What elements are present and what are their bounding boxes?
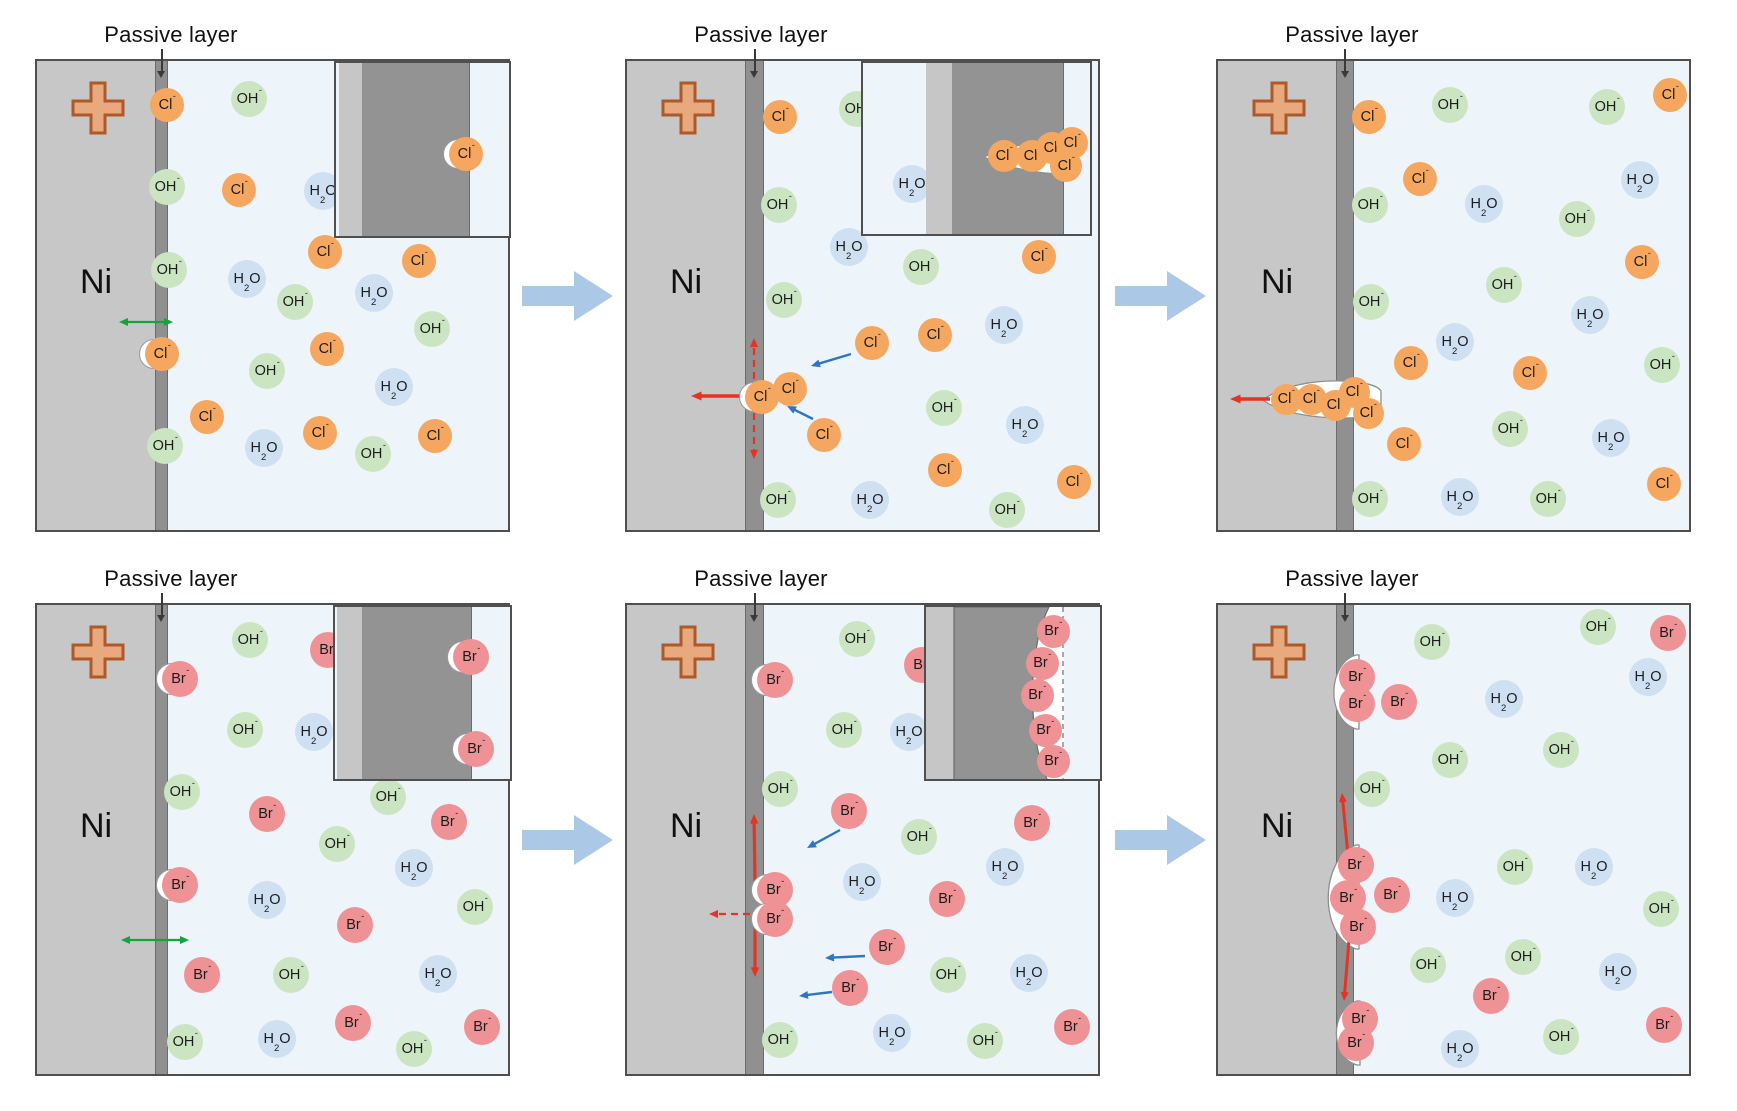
annotation-arrows [1327,654,1361,1066]
passive-layer-label: Passive layer [104,566,238,591]
ni-electrode: Ni [1218,605,1337,1074]
annotation-arrows [119,318,173,326]
ion-br: Br- [1020,678,1054,712]
ion-cl: Cl- [988,140,1020,172]
ion-br: Br- [1025,646,1059,680]
ion-br: Br- [453,639,489,675]
anode-plus-icon [1252,81,1306,135]
anode-plus-icon [661,625,715,679]
ion-br: Br- [1028,713,1062,747]
ion-h2o: H2O [893,165,931,203]
inset-ni-strip [337,607,363,779]
anode-plus-icon [71,625,125,679]
ni-label: Ni [1260,263,1294,301]
passive-layer-label: Passive layer [1285,566,1419,591]
ni-electrode: Ni [627,61,746,530]
anode-plus-icon [661,81,715,135]
anode-plus-icon [1252,625,1306,679]
ni-label: Ni [79,263,113,301]
panel-bromide-stage-2: Passive layer Ni OH-Br-Br-OH-H2OOH-Br-OH… [625,566,1102,1076]
passive-layer-label: Passive layer [694,566,828,591]
passive-layer-pointer-arrow-icon [750,49,758,78]
ni-electrode: Ni [37,61,156,530]
passive-layer-pointer-arrow-icon [1340,593,1349,622]
inset-shapes [953,607,1064,779]
anode-plus-icon [71,81,125,135]
panel-bromide-stage-1: Passive layer Ni OH-Br-Br-OH-H2OOH-Br-OH… [35,566,512,1076]
panel-chloride-stage-2: Passive layer Ni Cl-OH-OH-H2OOH-Cl-OH-Cl… [625,22,1100,532]
passive-layer-pointer-arrow-icon [157,49,165,78]
ni-label: Ni [669,263,703,301]
ni-label: Ni [79,807,113,845]
passive-layer-strip [155,605,168,1074]
ni-electrode: Ni [1218,61,1337,530]
passive-layer-pointer-arrow-icon [1340,49,1349,78]
ion-br: Br- [1036,744,1070,778]
annotation-arrows [691,338,852,459]
passive-layer-label: Passive layer [104,22,238,47]
stage-flow-arrow-icon [1115,270,1207,322]
ion-cl: Cl- [1050,150,1082,182]
ni-label: Ni [669,807,703,845]
passive-layer-pointer-arrow-icon [750,593,758,622]
ion-br: Br- [1036,614,1070,648]
passive-layer-label: Passive layer [1285,22,1419,47]
annotation-arrows [121,936,189,944]
ion-cl: Cl- [449,137,483,171]
passive-layer-pointer-arrow-icon [157,593,165,622]
passive-layer-label: Passive layer [694,22,828,47]
ion-br: Br- [458,731,494,767]
stage-flow-arrow-icon [1115,814,1207,866]
annotation-arrows [709,814,866,999]
interface-zoom-inset: Br- Br- [333,605,512,781]
interface-zoom-inset: Cl- [334,61,511,238]
ni-electrode: Ni [627,605,746,1074]
inset-ni-strip [339,63,363,236]
stage-flow-arrow-icon [522,814,614,866]
interface-zoom-inset: Br-Br-Br-Br-Br- [924,605,1102,781]
stage-flow-arrow-icon [522,270,614,322]
ni-label: Ni [1260,807,1294,845]
ni-electrode: Ni [37,605,156,1074]
annotation-arrows [1230,380,1382,419]
